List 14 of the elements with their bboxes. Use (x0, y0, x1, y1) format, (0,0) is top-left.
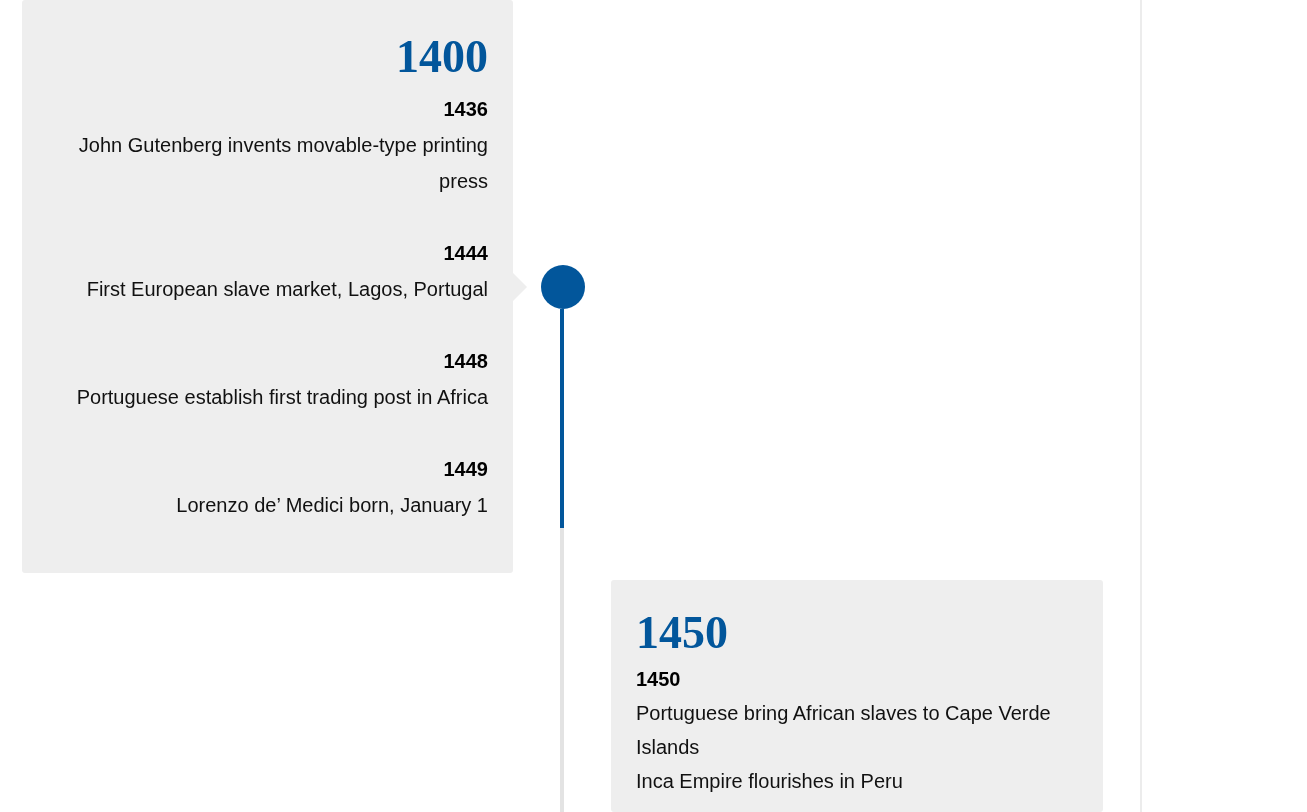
event-year: 1448 (443, 349, 488, 374)
event-year: 1449 (443, 457, 488, 482)
event-description: First European slave market, Lagos, Portugal (86, 277, 488, 302)
event-year: 1450 (636, 667, 681, 692)
event-description: John Gutenberg invents movable-type printing press (77, 133, 488, 194)
timeline-marker (541, 265, 585, 309)
event-year: 1436 (443, 97, 488, 122)
event-description: Portuguese bring African slaves to Cape Verde Islands (636, 701, 1052, 760)
period-heading: 1450 (636, 608, 728, 658)
period-heading: 1400 (396, 30, 488, 84)
event-description: Portuguese establish first trading post in Africa (76, 385, 488, 410)
event-year: 1444 (443, 241, 488, 266)
event-description: Inca Empire flourishes in Peru (636, 769, 903, 794)
event-description: Lorenzo de’ Medici born, January 1 (176, 493, 488, 518)
